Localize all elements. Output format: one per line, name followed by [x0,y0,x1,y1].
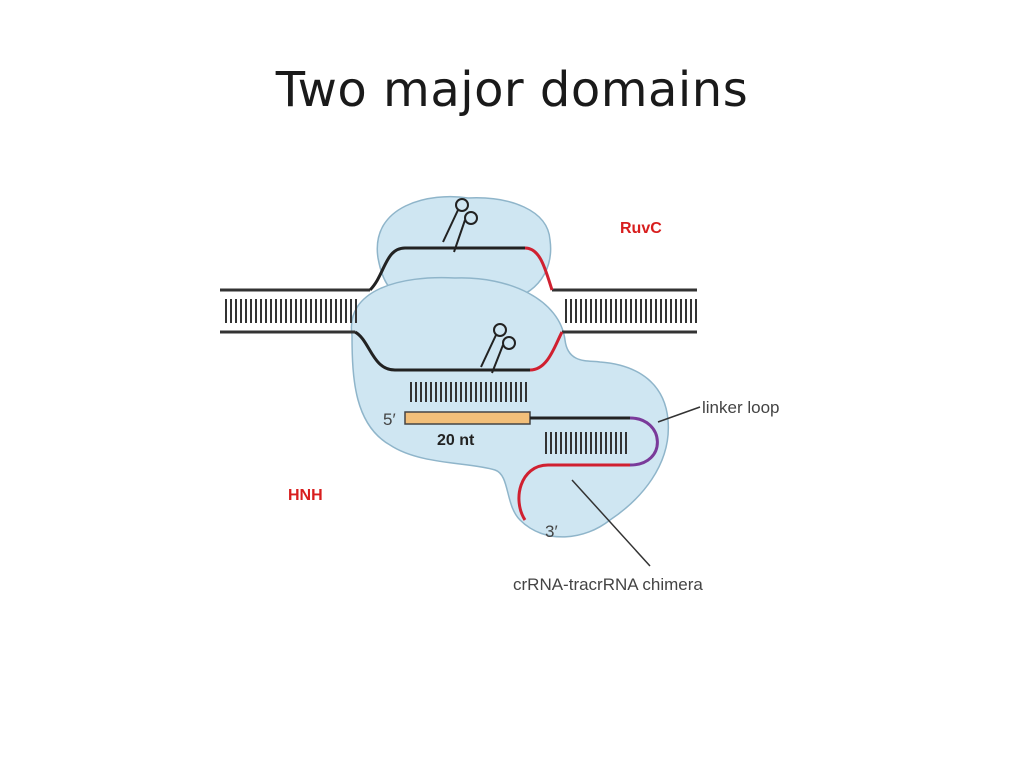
ruvc-label: RuvC [620,220,662,237]
slide-title: Two major domains [275,62,749,118]
linker-loop-curve [629,416,659,467]
linker-loop-label: linker loop [702,398,780,417]
five-prime-label: 5′ [383,410,396,429]
tracrrna-base-pairs [545,432,630,454]
dna-left-duplex [220,288,370,334]
scissors-icon [442,198,478,253]
hnh-label: HNH [288,487,323,504]
hnh-lobe [350,276,670,538]
dna-right-duplex [552,288,697,334]
target-strand [354,330,564,372]
heteroduplex-base-pairs [408,382,528,402]
chimera-label: crRNA-tracrRNA chimera [513,575,703,594]
tracrrna-strand [517,463,630,521]
non-target-strand [368,246,554,292]
chimera-leader-line [571,479,651,567]
three-prime-label: 3′ [545,522,558,541]
scissors-icon [480,323,516,374]
nt-length-label: 20 nt [437,432,475,449]
linker-leader-line [657,406,701,423]
guide-20nt-bar [404,411,531,425]
